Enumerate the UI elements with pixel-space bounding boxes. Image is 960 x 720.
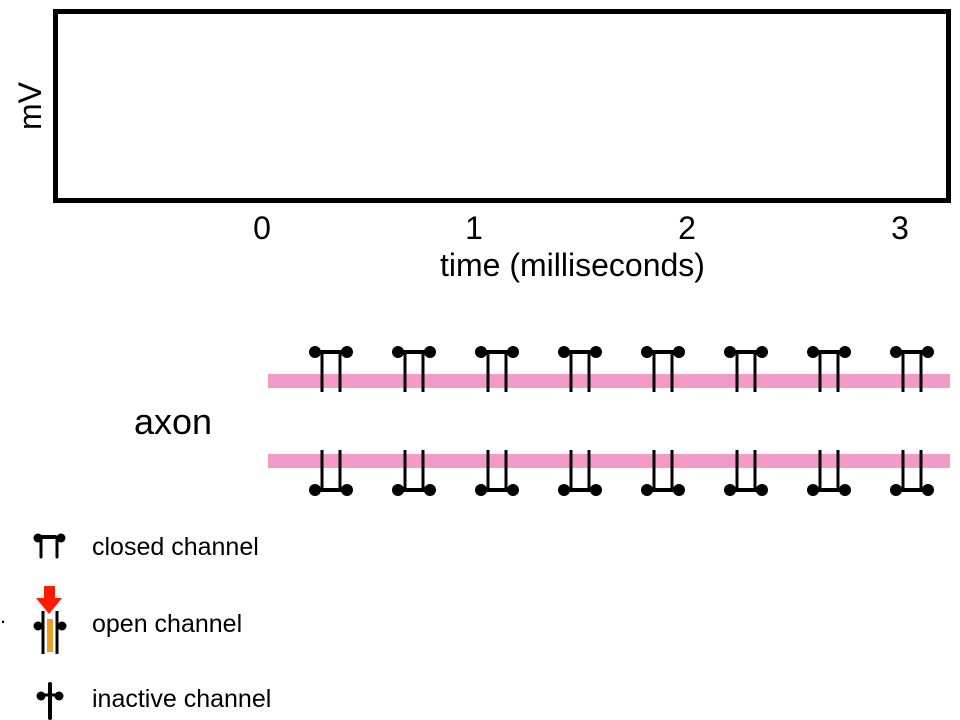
stray-dot: . bbox=[0, 603, 7, 628]
legend-closed-label: closed channel bbox=[92, 533, 259, 561]
channel-top-1 bbox=[309, 346, 353, 392]
channel-bottom-2 bbox=[392, 450, 436, 496]
voltage-plot-frame bbox=[53, 9, 951, 203]
channel-top-4 bbox=[558, 346, 602, 392]
channel-bottom-3 bbox=[475, 450, 519, 496]
x-tick-0: 0 bbox=[253, 210, 271, 246]
channel-bottom-7 bbox=[807, 450, 851, 496]
channel-top-6 bbox=[724, 346, 768, 392]
channel-top-8 bbox=[890, 346, 934, 392]
channel-bottom-5 bbox=[641, 450, 685, 496]
channel-top-3 bbox=[475, 346, 519, 392]
channels-bottom-row bbox=[309, 450, 934, 496]
inactive-channel-icon bbox=[36, 682, 64, 720]
membrane-top bbox=[268, 374, 950, 388]
legend-open-label: open channel bbox=[92, 610, 243, 638]
channel-top-7 bbox=[807, 346, 851, 392]
channel-bottom-1 bbox=[309, 450, 353, 496]
channels-top-row bbox=[309, 346, 934, 392]
membrane-bottom bbox=[268, 454, 950, 468]
closed-channel-icon bbox=[33, 533, 66, 559]
x-tick-1: 1 bbox=[465, 210, 483, 246]
channel-top-2 bbox=[392, 346, 436, 392]
red-arrow-icon bbox=[36, 586, 62, 614]
axon-label: axon bbox=[134, 401, 213, 442]
channel-top-5 bbox=[641, 346, 685, 392]
open-channel-icon bbox=[33, 611, 67, 654]
channel-bottom-8 bbox=[890, 450, 934, 496]
x-tick-3: 3 bbox=[891, 210, 909, 246]
open-pore bbox=[47, 619, 53, 652]
channel-bottom-6 bbox=[724, 450, 768, 496]
channel-bottom-4 bbox=[558, 450, 602, 496]
x-axis-label: time (milliseconds) bbox=[440, 247, 705, 283]
legend-inactive-label: inactive channel bbox=[92, 685, 272, 713]
x-tick-2: 2 bbox=[678, 210, 696, 246]
